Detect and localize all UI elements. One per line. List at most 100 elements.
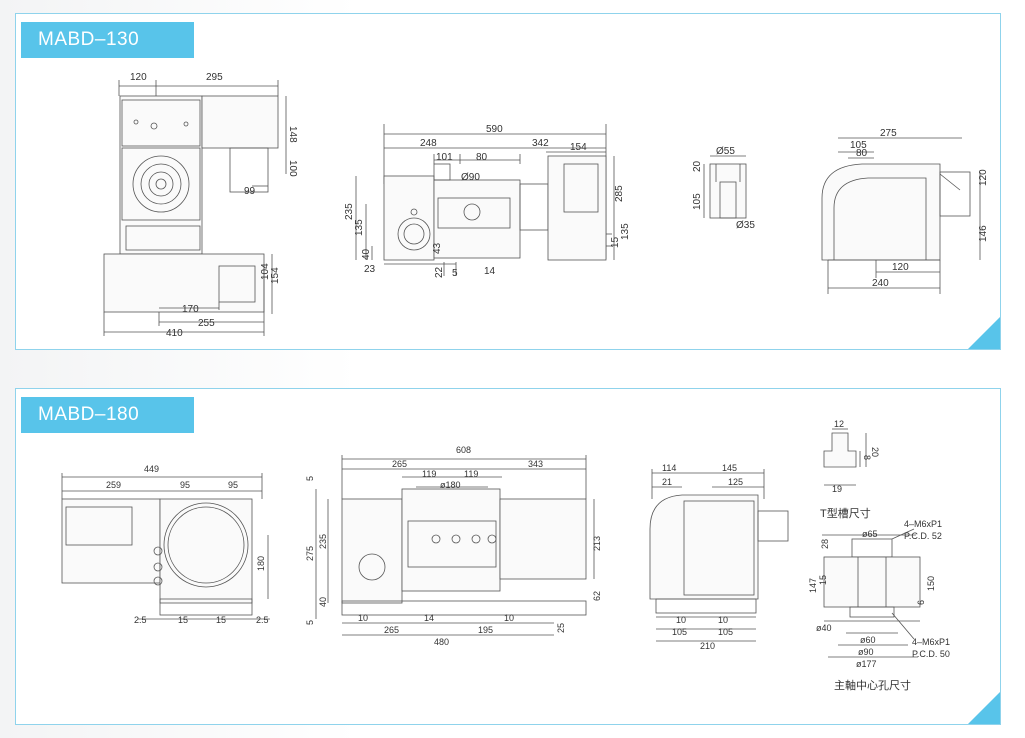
side-view-180: 608 265 343 119 119 ø180 5 275 235 40 5 … — [305, 445, 602, 647]
dim-label: Ø35 — [736, 220, 755, 231]
dim-label: 19 — [832, 484, 842, 494]
dim-label: 154 — [270, 267, 281, 284]
corner-accent — [968, 692, 1000, 724]
dim-label: 10 — [676, 615, 686, 625]
spindle-note: 4–M6xP1 — [912, 637, 950, 647]
dim-label: 135 — [620, 223, 631, 240]
dim-label: 15 — [610, 236, 621, 248]
dim-label: 148 — [287, 126, 298, 143]
dim-label: 265 — [392, 459, 407, 469]
section-mabd-130: MABD–130 120 295 148 100 — [15, 13, 1001, 350]
dim-label: 275 — [305, 546, 315, 561]
dim-label: 119 — [422, 469, 436, 479]
dim-label: 105 — [692, 193, 703, 210]
dim-label: 235 — [344, 203, 355, 220]
dim-label: 120 — [978, 169, 989, 186]
dim-label: 120 — [892, 262, 909, 273]
dim-label: 248 — [420, 138, 437, 149]
detail-view-130: Ø55 20 105 Ø35 — [692, 146, 755, 231]
dim-label: 95 — [228, 480, 238, 490]
dim-label: 180 — [256, 556, 266, 571]
dim-label: 590 — [486, 124, 503, 135]
dim-label: 410 — [166, 328, 183, 339]
tslot-caption: T型槽尺寸 — [820, 506, 871, 520]
dim-label: 80 — [476, 152, 488, 163]
drawing-mabd-130: 120 295 148 100 99 104 154 170 255 410 — [103, 72, 989, 339]
dim-label: 40 — [318, 597, 328, 607]
spindle-note: P.C.D. 52 — [904, 531, 942, 541]
dim-label: 285 — [614, 185, 625, 202]
dim-label: 146 — [978, 225, 989, 242]
dim-label: 14 — [424, 613, 434, 623]
front-view-130: 120 295 148 100 99 104 154 170 255 410 — [103, 72, 298, 339]
corner-accent — [968, 317, 1000, 349]
dim-label: 14 — [484, 266, 496, 277]
dim-label: ø177 — [856, 659, 877, 669]
dim-label: 105 — [672, 627, 687, 637]
dim-label: 10 — [504, 613, 514, 623]
dim-label: 255 — [198, 318, 215, 329]
dim-label: 15 — [178, 615, 188, 625]
dim-label: 105 — [718, 627, 733, 637]
dim-label: 154 — [570, 142, 587, 153]
end-view-180: 114 145 21 125 10 10 105 105 210 — [649, 463, 789, 651]
dim-label: 195 — [478, 625, 493, 635]
dim-label: Ø90 — [461, 172, 480, 183]
dim-label: 259 — [106, 480, 121, 490]
dim-label: 105 — [850, 140, 867, 151]
dim-label: 10 — [358, 613, 368, 623]
dim-label: 265 — [384, 625, 399, 635]
dim-label: 15 — [818, 575, 828, 585]
dim-label: 480 — [434, 637, 449, 647]
dim-label: 2.5 — [134, 615, 147, 625]
dim-label: ø40 — [816, 623, 832, 633]
dim-label: ø65 — [862, 529, 878, 539]
dim-label: 2.5 — [256, 615, 269, 625]
dim-label: 99 — [244, 186, 256, 197]
dim-label: 119 — [464, 469, 478, 479]
dim-label: 342 — [532, 138, 549, 149]
spindle-note: P.C.D. 50 — [912, 649, 950, 659]
dim-label: 6 — [916, 600, 926, 605]
dim-label: 240 — [872, 278, 889, 289]
dim-label: 100 — [287, 160, 298, 177]
end-view-130: 275 105 80 120 146 120 240 — [821, 128, 989, 294]
spindle-note: 4–M6xP1 — [904, 519, 942, 529]
dim-label: 5 — [305, 620, 315, 625]
dim-label: 145 — [722, 463, 737, 473]
dim-label: 104 — [260, 263, 271, 280]
dim-label: 120 — [130, 72, 147, 83]
dim-label: 21 — [662, 477, 672, 487]
section-title: MABD–180 — [21, 397, 194, 433]
dim-label: 5 — [452, 268, 458, 279]
front-view-180: 449 259 95 95 180 2.5 15 15 2.5 — [61, 464, 270, 625]
dim-label: 25 — [556, 623, 566, 633]
dim-label: 10 — [718, 615, 728, 625]
dim-label: 95 — [180, 480, 190, 490]
dim-label: 8 — [862, 455, 872, 460]
spindle-caption: 主軸中心孔尺寸 — [834, 678, 911, 692]
dim-label: 449 — [144, 464, 159, 474]
dim-label: 343 — [528, 459, 543, 469]
dim-label: 213 — [592, 536, 602, 551]
dim-label: 40 — [361, 248, 372, 260]
dim-label: 608 — [456, 445, 471, 455]
dim-label: 147 — [808, 578, 818, 593]
drawing-mabd-180: 449 259 95 95 180 2.5 15 15 2.5 — [61, 419, 950, 692]
dim-label: 114 — [662, 463, 676, 473]
dim-label: 150 — [926, 576, 936, 591]
dim-label: 20 — [692, 160, 703, 172]
dim-label: Ø55 — [716, 146, 735, 157]
section-mabd-180: MABD–180 449 259 95 95 180 2.5 15 1 — [15, 388, 1001, 725]
dim-label: 125 — [728, 477, 743, 487]
dim-label: ø90 — [858, 647, 874, 657]
dim-label: ø60 — [860, 635, 876, 645]
dim-label: 135 — [354, 219, 365, 236]
dim-label: ø180 — [440, 480, 461, 490]
dim-label: 295 — [206, 72, 223, 83]
spindle-detail-180: 28 ø65 147 15 150 6 ø40 ø60 ø90 ø177 4–M… — [808, 519, 950, 692]
section-title: MABD–130 — [21, 22, 194, 58]
dim-label: 23 — [364, 264, 376, 275]
dim-label: 101 — [436, 152, 453, 163]
dim-label: 5 — [305, 476, 315, 481]
